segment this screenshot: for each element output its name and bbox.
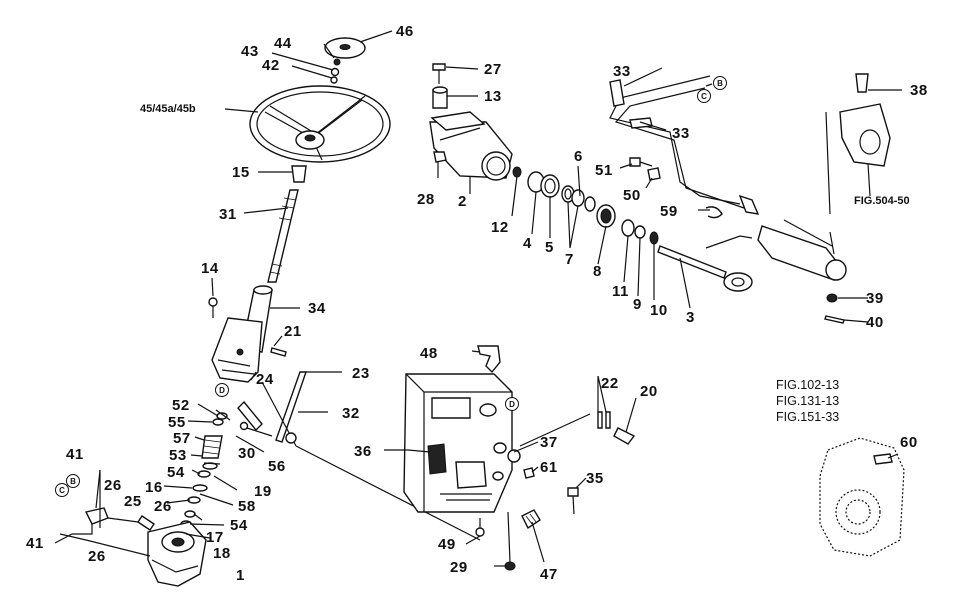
part-label-9: 9 <box>633 296 642 313</box>
svg-text:D: D <box>509 400 515 409</box>
part-label-26-bottom: 26 <box>88 548 106 565</box>
part-label-36: 36 <box>354 443 372 460</box>
part-label-23: 23 <box>352 365 370 382</box>
part-label-6: 6 <box>574 148 583 165</box>
part-label-41-top: 41 <box>66 446 84 463</box>
fig-ref-131-13: FIG.131-13 <box>776 394 839 408</box>
part-label-21: 21 <box>284 323 302 340</box>
part-label-17: 17 <box>206 529 224 546</box>
part-label-24: 24 <box>256 371 274 388</box>
part-label-46: 46 <box>396 23 414 40</box>
part-label-54-top: 54 <box>167 464 185 481</box>
part-label-57: 57 <box>173 430 191 447</box>
part-label-60: 60 <box>900 434 918 451</box>
part-label-7: 7 <box>565 251 574 268</box>
part-label-42: 42 <box>262 57 280 74</box>
part-label-53: 53 <box>169 447 187 464</box>
svg-text:C: C <box>59 486 65 495</box>
part-label-59: 59 <box>660 203 678 220</box>
svg-text:B: B <box>717 79 723 88</box>
part-label-52: 52 <box>172 397 190 414</box>
part-label-31: 31 <box>219 206 237 223</box>
part-label-13: 13 <box>484 88 502 105</box>
part-label-47: 47 <box>540 566 558 583</box>
valve-block-drawing <box>403 345 636 571</box>
part-label-15: 15 <box>232 164 250 181</box>
part-label-26-top: 26 <box>104 477 122 494</box>
circle-ref-d-left: D <box>215 383 229 397</box>
part-label-22: 22 <box>601 375 619 392</box>
part-label-33-bottom: 33 <box>672 125 690 142</box>
part-label-20: 20 <box>640 383 658 400</box>
part-label-14: 14 <box>201 260 219 277</box>
part-label-48: 48 <box>420 345 438 362</box>
steering-wheel-drawing <box>84 37 481 587</box>
part-label-43: 43 <box>241 43 259 60</box>
part-label-39: 39 <box>866 290 884 307</box>
circle-refs: B C C B D D B C <box>0 0 727 497</box>
part-label-19: 19 <box>254 483 272 500</box>
part-label-34: 34 <box>308 300 326 317</box>
figure-refs: FIG.102-13 FIG.131-13 FIG.151-33 <box>776 378 839 424</box>
part-label-33-top: 33 <box>613 63 631 80</box>
part-label-2: 2 <box>458 193 467 210</box>
cylinder-drawing <box>429 63 891 324</box>
part-label-16: 16 <box>145 479 163 496</box>
part-label-58: 58 <box>238 498 256 515</box>
circle-ref-c-hose: C <box>0 0 6 2</box>
part-label-1: 1 <box>236 567 245 584</box>
circle-ref-b-hose: B <box>0 0 6 2</box>
part-label-25: 25 <box>124 493 142 510</box>
circle-ref-c-top: C <box>697 89 711 103</box>
part-label-41-bottom: 41 <box>26 535 44 552</box>
part-label-38: 38 <box>910 82 928 99</box>
part-label-27: 27 <box>484 61 502 78</box>
svg-text:C: C <box>701 92 707 101</box>
engine-plate-drawing <box>819 437 905 557</box>
part-label-49: 49 <box>438 536 456 553</box>
part-label-50: 50 <box>623 187 641 204</box>
part-number-labels: 46 44 43 42 45/45a/45b 15 31 14 34 21 23… <box>26 23 928 584</box>
fig-ref-151-33: FIG.151-33 <box>776 410 839 424</box>
part-label-29: 29 <box>450 559 468 576</box>
part-label-3: 3 <box>686 309 695 326</box>
part-label-26-mid: 26 <box>154 498 172 515</box>
leader-lines <box>54 30 902 567</box>
part-label-8: 8 <box>593 263 602 280</box>
part-label-40: 40 <box>866 314 884 331</box>
part-label-44: 44 <box>274 35 292 52</box>
part-label-10: 10 <box>650 302 668 319</box>
part-label-11: 11 <box>612 283 629 300</box>
part-label-30: 30 <box>238 445 256 462</box>
part-label-18: 18 <box>213 545 231 562</box>
circle-ref-b-top: B <box>713 76 727 90</box>
part-label-35: 35 <box>586 470 604 487</box>
circle-ref-c-bottom: C <box>55 483 69 497</box>
part-label-5: 5 <box>545 239 554 256</box>
part-label-28: 28 <box>417 191 435 208</box>
part-label-12: 12 <box>491 219 509 236</box>
part-label-55: 55 <box>168 414 186 431</box>
part-label-45-45a-45b: 45/45a/45b <box>140 103 196 115</box>
part-label-56: 56 <box>268 458 286 475</box>
svg-text:D: D <box>219 386 225 395</box>
part-label-37: 37 <box>540 434 558 451</box>
part-label-51: 51 <box>595 162 613 179</box>
circle-ref-b-bottom: B <box>66 474 80 488</box>
fig-ref-102-13: FIG.102-13 <box>776 378 839 392</box>
part-label-54-bottom: 54 <box>230 517 248 534</box>
part-label-32: 32 <box>342 405 360 422</box>
svg-text:B: B <box>70 477 76 486</box>
part-label-61: 61 <box>540 459 558 476</box>
fig-ref-504-50: FIG.504-50 <box>854 195 910 207</box>
circle-ref-d-right: D <box>505 397 519 411</box>
part-label-4: 4 <box>523 235 532 252</box>
